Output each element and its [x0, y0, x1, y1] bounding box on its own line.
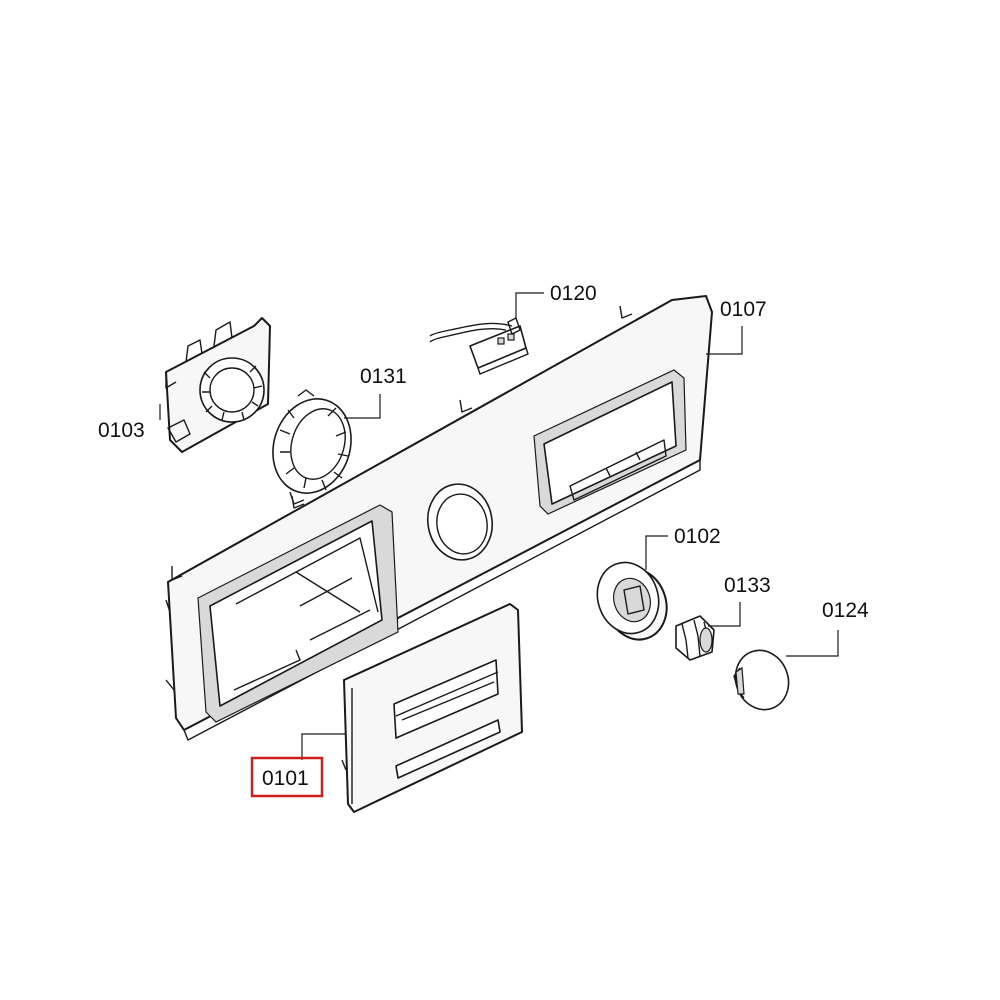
- control-panel-fascia-icon: [165, 295, 713, 741]
- light-ring-icon: [272, 389, 352, 505]
- electronic-module-icon: [429, 317, 529, 375]
- label-0103[interactable]: 0103: [98, 419, 145, 442]
- knob-holder-bracket-icon: [165, 317, 271, 453]
- label-0120[interactable]: 0120: [550, 282, 597, 305]
- leader-0131: [344, 394, 381, 419]
- label-0133[interactable]: 0133: [724, 574, 771, 597]
- leader-0102: [645, 535, 668, 570]
- label-0124[interactable]: 0124: [822, 599, 869, 622]
- leader-0101: [301, 733, 346, 760]
- label-0107[interactable]: 0107: [720, 298, 767, 321]
- leader-0124: [786, 630, 839, 657]
- part-labels: 0120 0107 0103 0131 0102 0133 0124 0101: [98, 282, 869, 790]
- highlight-box: [250, 756, 324, 798]
- knob-icon: [596, 561, 668, 641]
- label-0101[interactable]: 0101: [262, 767, 309, 790]
- knob-coupling-icon: [675, 615, 715, 661]
- leader-lines: [159, 292, 839, 760]
- leader-0107: [706, 326, 743, 355]
- leader-0133: [708, 602, 741, 627]
- leader-0120: [515, 292, 544, 318]
- button-cap-icon: [733, 649, 790, 711]
- label-0131[interactable]: 0131: [360, 365, 407, 388]
- label-0102[interactable]: 0102: [674, 525, 721, 548]
- detergent-drawer-handle-icon: [341, 603, 523, 813]
